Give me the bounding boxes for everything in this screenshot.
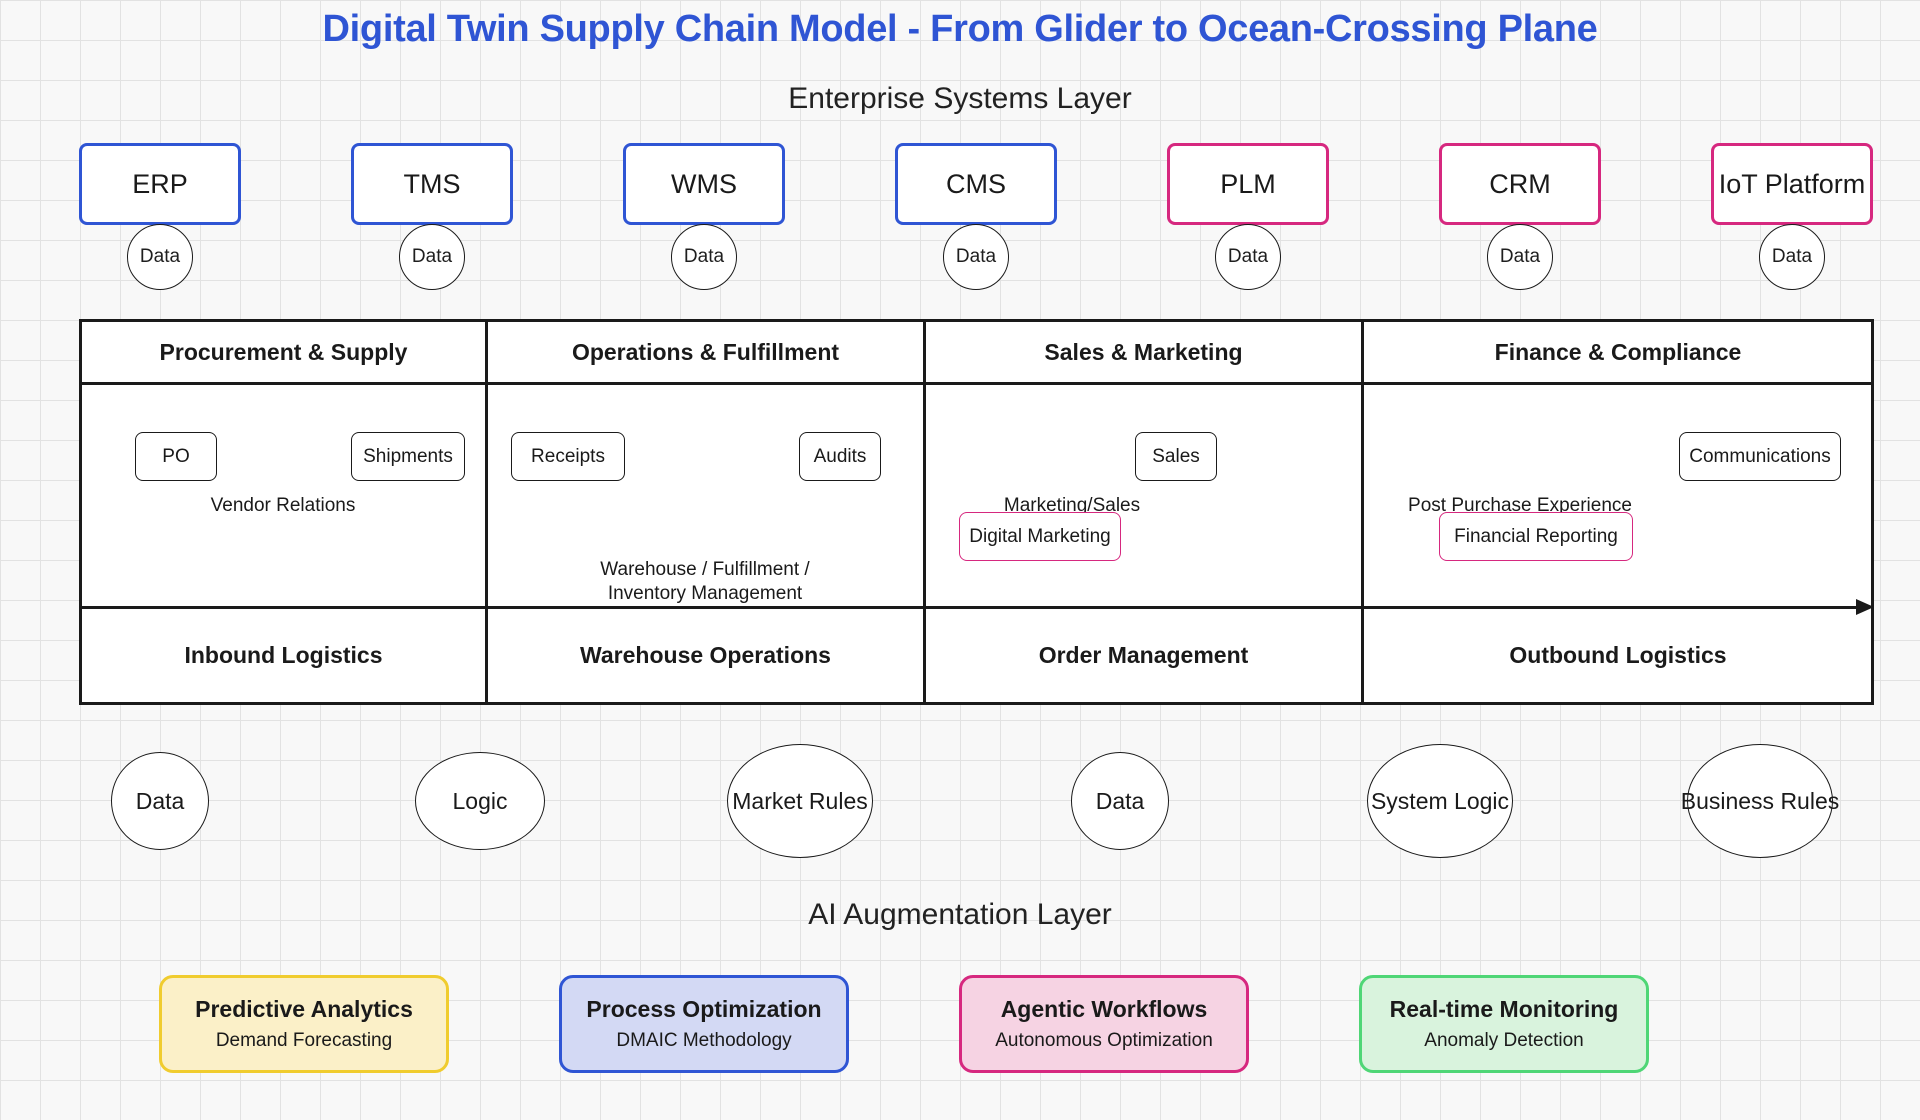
- logic-node-system-logic[interactable]: System Logic: [1367, 744, 1513, 858]
- row-label-warehouse-operations: Warehouse Operations: [580, 642, 831, 668]
- ai-card-title: Agentic Workflows: [1000, 996, 1208, 1022]
- logic-node-business-rules[interactable]: Business Rules: [1681, 744, 1839, 858]
- node-sales[interactable]: Sales: [1135, 432, 1217, 481]
- system-iot-platform[interactable]: IoT Platform: [1711, 143, 1873, 225]
- ai-card-subtitle: Demand Forecasting: [215, 1030, 393, 1051]
- node-receipts[interactable]: Receipts: [511, 432, 625, 481]
- matrix-divider: [923, 320, 926, 704]
- column-header-operations: Operations & Fulfillment: [571, 338, 840, 365]
- label-vendor-relations: Vendor Relations: [210, 495, 356, 516]
- column-header-finance: Finance & Compliance: [1494, 338, 1742, 365]
- ai-card-subtitle: Anomaly Detection: [1424, 1030, 1584, 1051]
- cms-data-node[interactable]: Data: [943, 224, 1009, 290]
- column-header-procurement: Procurement & Supply: [159, 338, 408, 365]
- row-label-outbound-logistics: Outbound Logistics: [1509, 642, 1727, 668]
- column-header-sales: Sales & Marketing: [1044, 338, 1243, 365]
- ai-layer-label: AI Augmentation Layer: [808, 898, 1112, 931]
- crm-data-node[interactable]: Data: [1487, 224, 1553, 290]
- system-wms[interactable]: WMS: [623, 143, 785, 225]
- system-erp[interactable]: ERP: [79, 143, 241, 225]
- plm-data-node[interactable]: Data: [1215, 224, 1281, 290]
- flow-arrow-line: [80, 606, 1860, 609]
- ai-card-subtitle: DMAIC Methodology: [616, 1030, 792, 1051]
- node-digital-marketing[interactable]: Digital Marketing: [959, 512, 1121, 561]
- ai-card-title: Predictive Analytics: [195, 996, 413, 1022]
- ai-card-process-optimization[interactable]: Process Optimization DMAIC Methodology: [559, 975, 849, 1073]
- label-inventory-management: Inventory Management: [607, 583, 803, 604]
- ai-card-subtitle: Autonomous Optimization: [995, 1030, 1213, 1051]
- enterprise-layer-label: Enterprise Systems Layer: [788, 82, 1132, 115]
- system-plm[interactable]: PLM: [1167, 143, 1329, 225]
- row-label-inbound-logistics: Inbound Logistics: [184, 642, 383, 668]
- system-tms[interactable]: TMS: [351, 143, 513, 225]
- node-po[interactable]: PO: [135, 432, 217, 481]
- label-post-purchase-experience: Post Purchase Experience: [1408, 495, 1632, 516]
- logic-node-data-2[interactable]: Data: [1071, 752, 1169, 850]
- label-warehouse-fulfillment: Warehouse / Fulfillment /: [600, 559, 810, 580]
- logic-node-data-1[interactable]: Data: [111, 752, 209, 850]
- ai-card-agentic-workflows[interactable]: Agentic Workflows Autonomous Optimizatio…: [959, 975, 1249, 1073]
- node-shipments[interactable]: Shipments: [351, 432, 465, 481]
- system-crm[interactable]: CRM: [1439, 143, 1601, 225]
- flow-arrow-icon: [1856, 599, 1874, 615]
- matrix-divider: [1361, 320, 1364, 704]
- logic-node-market-rules[interactable]: Market Rules: [727, 744, 873, 858]
- matrix-header-divider: [80, 382, 1873, 385]
- wms-data-node[interactable]: Data: [671, 224, 737, 290]
- ai-card-title: Process Optimization: [586, 996, 822, 1022]
- node-financial-reporting[interactable]: Financial Reporting: [1439, 512, 1633, 561]
- ai-card-real-time-monitoring[interactable]: Real-time Monitoring Anomaly Detection: [1359, 975, 1649, 1073]
- logic-node-logic[interactable]: Logic: [415, 752, 545, 850]
- ai-card-title: Real-time Monitoring: [1389, 996, 1619, 1022]
- row-label-order-management: Order Management: [1038, 642, 1249, 668]
- node-audits[interactable]: Audits: [799, 432, 881, 481]
- system-cms[interactable]: CMS: [895, 143, 1057, 225]
- erp-data-node[interactable]: Data: [127, 224, 193, 290]
- diagram-title: Digital Twin Supply Chain Model - From G…: [322, 8, 1598, 50]
- iot-data-node[interactable]: Data: [1759, 224, 1825, 290]
- node-communications[interactable]: Communications: [1679, 432, 1841, 481]
- ai-card-predictive-analytics[interactable]: Predictive Analytics Demand Forecasting: [159, 975, 449, 1073]
- matrix-divider: [485, 320, 488, 704]
- label-marketing-sales: Marketing/Sales: [1003, 495, 1141, 516]
- tms-data-node[interactable]: Data: [399, 224, 465, 290]
